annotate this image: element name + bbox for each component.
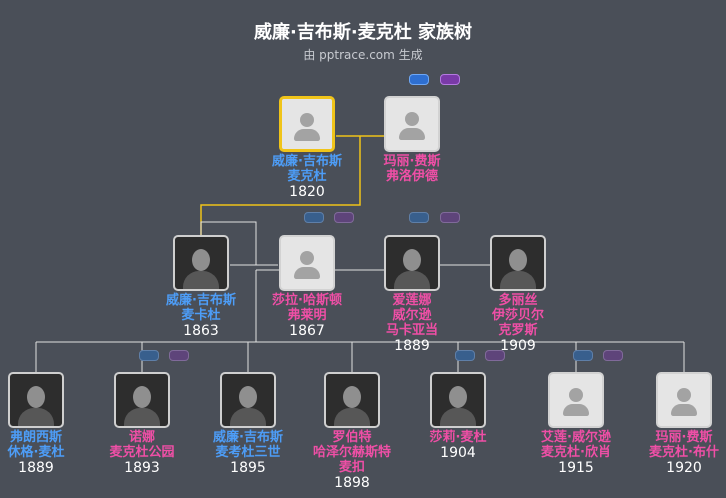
person-name: 威廉·吉布斯麦卡杜 [166,293,236,323]
birth-year: 1863 [183,323,219,339]
avatar [114,372,170,428]
person-card-doris-cross[interactable]: 多丽丝伊莎贝尔克罗斯 1909 [458,235,578,354]
person-name: 玛丽·费斯麦克杜·布什 [649,430,719,460]
birth-year: 1920 [666,460,702,476]
family-toggle-badge[interactable] [440,212,460,223]
person-card-william-gibbs-iii[interactable]: 威廉·吉布斯麦考杜三世 1895 [188,372,308,476]
person-card-robert-hazlehurst[interactable]: 罗伯特哈泽尔赫斯特麦扣 1898 [292,372,412,491]
person-card-william-gibbs-mcadoo-jr[interactable]: 威廉·吉布斯麦卡杜 1863 [141,235,261,339]
birth-year: 1820 [289,184,325,200]
person-card-nona[interactable]: 诺娜麦克杜公园 1893 [82,372,202,476]
person-name: 莎拉·哈斯顿弗莱明 [272,293,342,323]
birth-year: 1909 [500,338,536,354]
person-card-sarah-fleming[interactable]: 莎拉·哈斯顿弗莱明 1867 [247,235,367,339]
avatar [384,235,440,291]
person-name: 莎莉·麦杜 [429,430,487,445]
avatar [279,96,335,152]
avatar [8,372,64,428]
person-card-sally[interactable]: 莎莉·麦杜 1904 [398,372,518,461]
family-toggle-badge[interactable] [169,350,189,361]
avatar [173,235,229,291]
avatar [324,372,380,428]
person-name: 罗伯特哈泽尔赫斯特麦扣 [312,430,391,475]
family-toggle-badge[interactable] [409,212,429,223]
avatar [220,372,276,428]
person-card-mary-faith-bush[interactable]: 玛丽·费斯麦克杜·布什 1920 [624,372,726,476]
family-toggle-badge[interactable] [455,350,475,361]
birth-year: 1898 [334,475,370,491]
birth-year: 1904 [440,445,476,461]
person-name: 爱莲娜威尔逊马卡亚当 [385,293,438,338]
person-name: 多丽丝伊莎贝尔克罗斯 [491,293,544,338]
page-subtitle: 由 pptrace.com 生成 [303,48,423,62]
person-card-mary-faith-floyd[interactable]: 玛丽·费斯弗洛伊德 [352,96,472,184]
birth-year: 1889 [394,338,430,354]
person-card-ellen-wilson[interactable]: 艾莲·威尔逊麦克杜·欣肖 1915 [516,372,636,476]
family-toggle-badge[interactable] [304,212,324,223]
person-name: 玛丽·费斯弗洛伊德 [383,154,441,184]
family-toggle-badge[interactable] [409,74,429,85]
birth-year: 1893 [124,460,160,476]
person-card-eleanor-wilson[interactable]: 爱莲娜威尔逊马卡亚当 1889 [352,235,472,354]
avatar [384,96,440,152]
avatar [656,372,712,428]
person-card-francis-hugh[interactable]: 弗朗西斯休格·麦杜 1889 [0,372,96,476]
family-toggle-badge[interactable] [139,350,159,361]
family-toggle-badge[interactable] [334,212,354,223]
birth-year: 1915 [558,460,594,476]
family-toggle-badge[interactable] [573,350,593,361]
person-name: 艾莲·威尔逊麦克杜·欣肖 [541,430,611,460]
avatar [490,235,546,291]
family-toggle-badge[interactable] [440,74,460,85]
birth-year: 1867 [289,323,325,339]
person-name: 威廉·吉布斯麦考杜三世 [213,430,283,460]
family-toggle-badge[interactable] [603,350,623,361]
page-title: 威廉·吉布斯·麦克杜 家族树 [254,22,472,43]
person-name: 威廉·吉布斯麦克杜 [272,154,342,184]
avatar [279,235,335,291]
person-name: 诺娜麦克杜公园 [109,430,175,460]
avatar [548,372,604,428]
birth-year: 1895 [230,460,266,476]
person-card-william-gibbs-mcadoo[interactable]: 威廉·吉布斯麦克杜 1820 [247,96,367,200]
person-name: 弗朗西斯休格·麦杜 [7,430,65,460]
avatar [430,372,486,428]
birth-year: 1889 [18,460,54,476]
family-toggle-badge[interactable] [485,350,505,361]
